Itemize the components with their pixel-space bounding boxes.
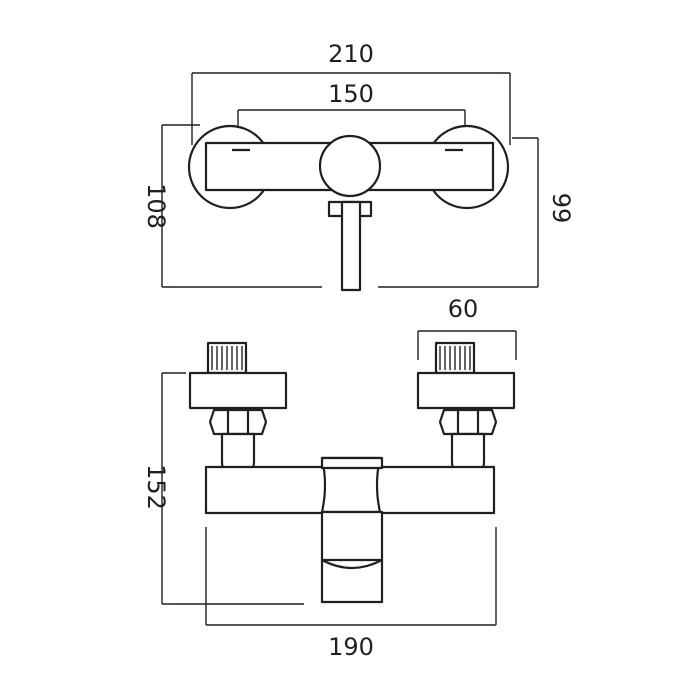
dim-108: 108 [142, 124, 322, 288]
left-wall-flange [188, 371, 288, 410]
dim-190: 190 [205, 527, 497, 661]
front-left-inlet [188, 341, 288, 478]
dim-150: 150 [237, 80, 466, 127]
label-190: 190 [328, 633, 374, 661]
front-central-valve [320, 456, 384, 604]
label-152: 152 [142, 464, 170, 510]
top-view: 210 150 108 99 [142, 40, 575, 292]
label-108: 108 [142, 183, 170, 229]
front-control-cap [320, 456, 384, 470]
front-outlet [320, 558, 384, 604]
label-99: 99 [547, 193, 575, 224]
dim-152: 152 [142, 372, 304, 605]
label-60: 60 [448, 295, 479, 323]
top-lever-handle [340, 200, 362, 292]
top-control-knob [318, 134, 382, 198]
front-right-inlet [416, 341, 516, 478]
dim-210: 210 [191, 40, 511, 145]
dim-60: 60 [417, 295, 517, 360]
label-150: 150 [328, 80, 374, 108]
left-hex-nut [208, 408, 268, 436]
label-210: 210 [328, 40, 374, 68]
front-view: 60 152 190 [142, 295, 517, 661]
right-hex-nut [438, 408, 498, 436]
dim-99: 99 [378, 137, 575, 288]
right-wall-flange [416, 371, 516, 410]
front-outlet-stem [320, 510, 384, 562]
